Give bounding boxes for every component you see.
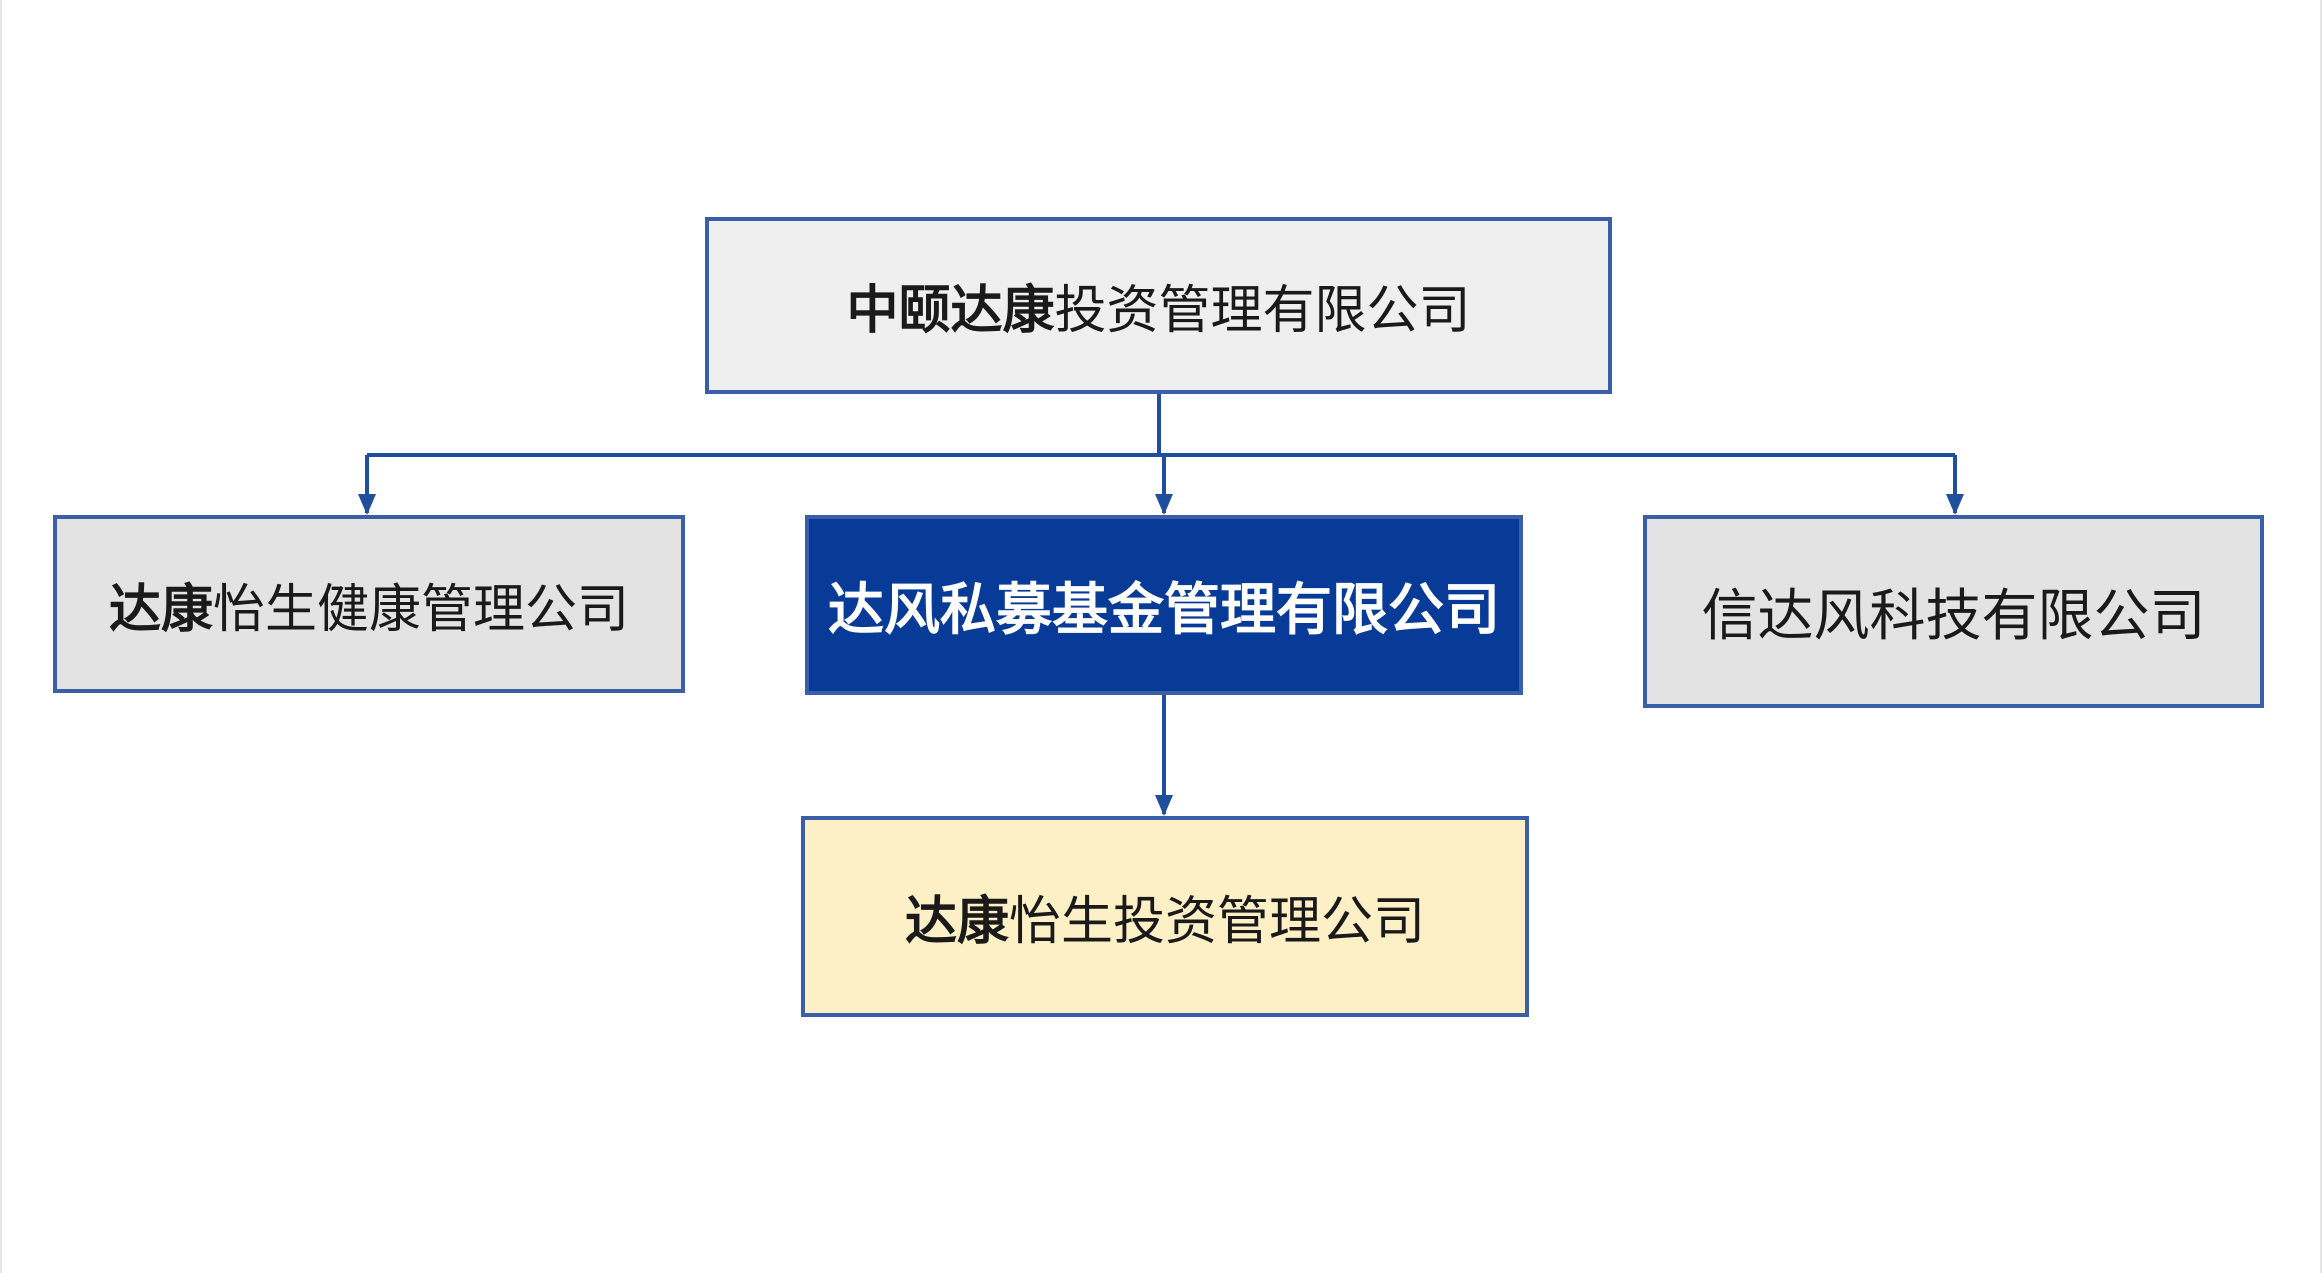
- left-subsidiary-name-bold: 达康: [108, 579, 213, 640]
- left-subsidiary-box: 达康怡生健康管理公司: [53, 515, 685, 693]
- center-subsidiary-box: 达风私募基金管理有限公司: [805, 515, 1523, 695]
- parent-company-name-bold: 中颐达康: [846, 281, 1055, 341]
- arrowhead-right: [1946, 494, 1964, 515]
- bottom-company-box: 达康怡生投资管理公司: [801, 816, 1529, 1017]
- right-subsidiary-name: 信达风科技有限公司: [1701, 584, 2206, 649]
- parent-company-name-rest: 投资管理有限公司: [1054, 281, 1471, 341]
- center-subsidiary-name: 达风私募基金管理有限公司: [828, 577, 1500, 643]
- arrowhead-center: [1155, 494, 1173, 515]
- bottom-company-name-rest: 怡生投资管理公司: [1009, 892, 1426, 952]
- arrowhead-left: [358, 494, 376, 515]
- arrowhead-bottom: [1155, 795, 1173, 816]
- bottom-company-name-bold: 达康: [904, 892, 1009, 952]
- left-subsidiary-name-rest: 怡生健康管理公司: [213, 579, 630, 640]
- right-subsidiary-box: 信达风科技有限公司: [1643, 515, 2264, 708]
- parent-company-box: 中颐达康投资管理有限公司: [705, 217, 1612, 394]
